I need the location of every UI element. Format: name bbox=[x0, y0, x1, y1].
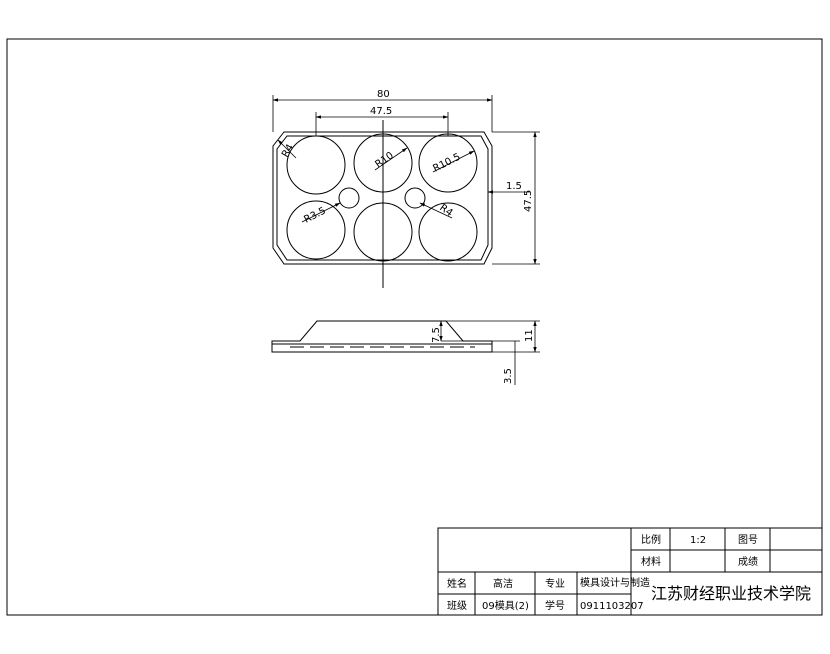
side-view-dimensions bbox=[439, 320, 540, 385]
scale-value: 1:2 bbox=[690, 535, 706, 546]
name-value: 高洁 bbox=[493, 577, 513, 590]
leader-r4-corner bbox=[277, 139, 297, 159]
dim-text-base-thickness: 3.5 bbox=[503, 368, 514, 384]
top-view-dimensions bbox=[272, 95, 540, 265]
major-label: 专业 bbox=[545, 577, 565, 590]
drawing-no-label: 图号 bbox=[738, 534, 758, 546]
top-view-dimension-text: 80 47.5 47.5 1.5 R4 R10 R10.5 R3.5 R4 bbox=[280, 89, 534, 226]
scale-label: 比例 bbox=[641, 533, 661, 546]
school-name: 江苏财经职业技术学院 bbox=[651, 584, 811, 603]
leader-r4-small bbox=[419, 202, 453, 219]
material-label: 材料 bbox=[641, 555, 661, 568]
tray-outline-outer bbox=[272, 131, 493, 265]
side-view bbox=[271, 320, 493, 353]
cavity-bottom-left bbox=[286, 200, 346, 260]
title-block-text: 比例 1:2 图号 材料 成绩 姓名 高洁 专业 模具设计与制造 班级 09模具… bbox=[447, 533, 811, 612]
drawing-border bbox=[6, 38, 823, 616]
cavity-bottom-right bbox=[418, 202, 478, 262]
student-id-value: 0911103207 bbox=[580, 601, 644, 612]
student-id-label: 学号 bbox=[545, 599, 565, 612]
dim-text-hole-pitch: 47.5 bbox=[370, 106, 392, 117]
dim-text-cavity-depth: 7.5 bbox=[431, 327, 442, 343]
dim-text-total-height: 11 bbox=[524, 329, 535, 342]
name-label: 姓名 bbox=[447, 577, 467, 590]
major-value: 模具设计与制造 bbox=[580, 576, 650, 589]
title-block bbox=[437, 527, 823, 616]
class-value: 09模具(2) bbox=[482, 600, 529, 612]
leader-r3-5 bbox=[301, 202, 341, 223]
small-hole-left bbox=[338, 187, 360, 209]
leader-r10-5 bbox=[432, 150, 475, 173]
dim-text-radius-small-left: R3.5 bbox=[302, 205, 327, 225]
tray-outline-inner bbox=[276, 135, 489, 261]
dim-text-radius-top-center: R10 bbox=[373, 150, 395, 170]
cavity-top-left bbox=[286, 135, 346, 195]
dim-text-radius-top-right: R10.5 bbox=[431, 152, 462, 175]
dim-text-overall-height: 47.5 bbox=[523, 190, 534, 212]
side-view-dimension-text: 7.5 11 3.5 bbox=[431, 327, 535, 384]
dim-text-rim-step: 1.5 bbox=[506, 181, 522, 192]
score-label: 成绩 bbox=[738, 555, 758, 568]
small-hole-right bbox=[404, 187, 426, 209]
leader-r10 bbox=[374, 147, 408, 171]
class-label: 班级 bbox=[447, 600, 467, 612]
top-view bbox=[272, 120, 493, 288]
dim-text-overall-width: 80 bbox=[377, 89, 390, 100]
dim-text-radius-small-right: R4 bbox=[437, 202, 454, 219]
